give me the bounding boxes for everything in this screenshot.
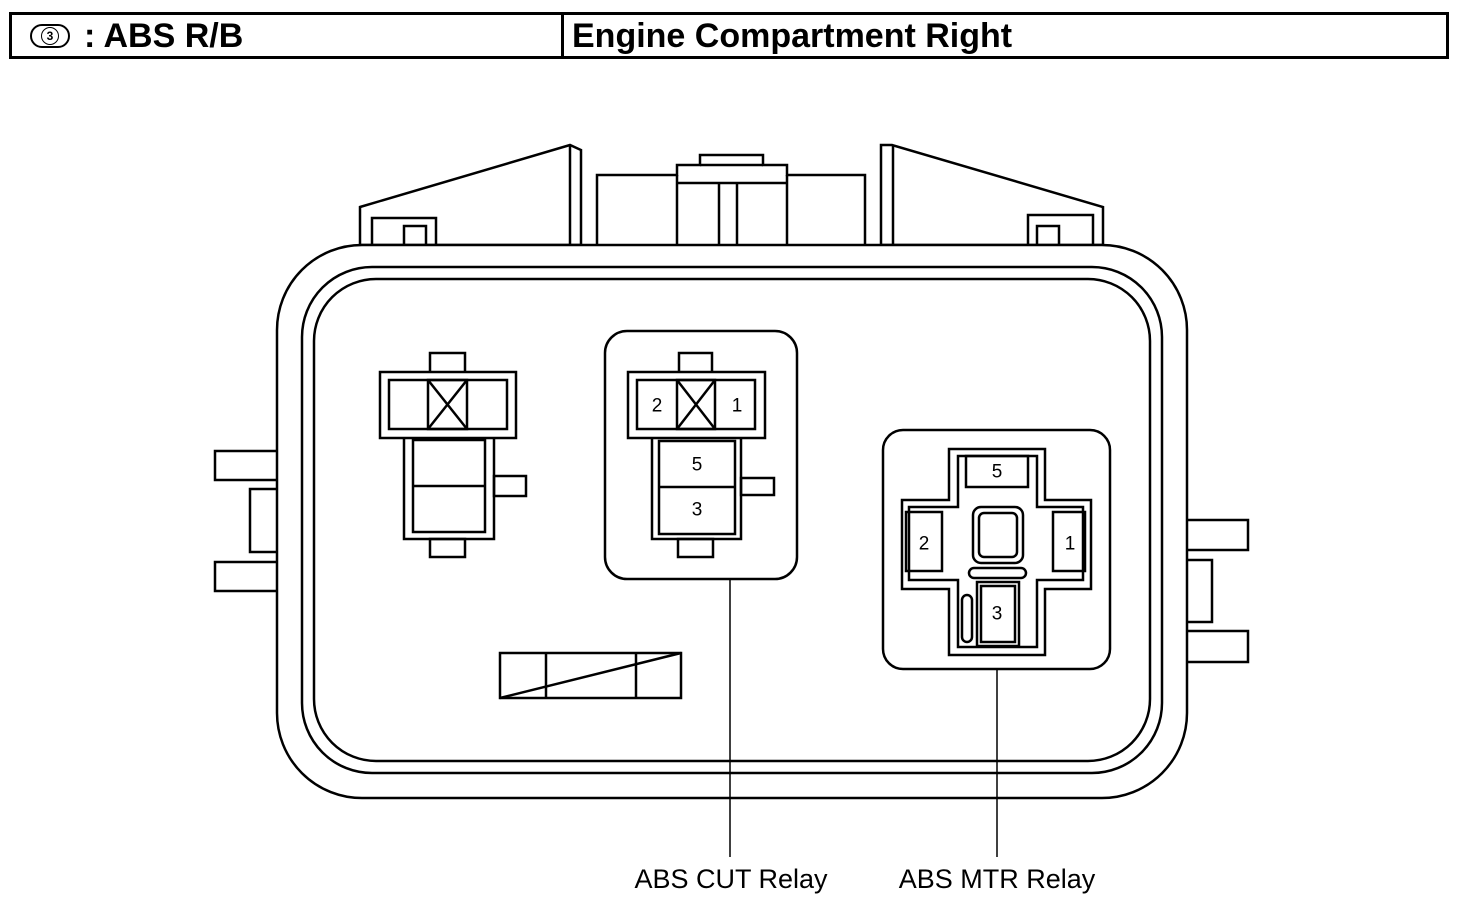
abs-mtr-relay (881, 428, 1112, 671)
abs-cut-relay-caption: ABS CUT Relay (634, 864, 828, 894)
abs-cut-relay (603, 329, 799, 581)
badge-number: 3 (41, 26, 59, 45)
abs-mtr-pin-1: 1 (1065, 534, 1076, 555)
top-center-tab (595, 153, 867, 245)
header-right-cell: Engine Compartment Right (564, 15, 1446, 56)
abs-cut-pin-3: 3 (692, 500, 703, 521)
abs-cut-pin-2: 2 (652, 396, 663, 417)
location-title: Engine Compartment Right (572, 16, 1013, 55)
abs-cut-pin-5: 5 (692, 455, 703, 476)
abs-mtr-pin-5: 5 (992, 462, 1003, 483)
abs-mtr-relay-caption: ABS MTR Relay (899, 864, 1096, 894)
top-left-flap (358, 143, 583, 247)
left-side-tabs (213, 449, 277, 593)
top-right-flap (879, 143, 1105, 247)
abs-cut-pin-1: 1 (732, 396, 743, 417)
bottom-slot (498, 651, 683, 700)
abs-mtr-pin-3: 3 (992, 604, 1003, 625)
connector-number-badge: 3 (30, 23, 70, 48)
header-left-cell: 3 : ABS R/B (12, 15, 564, 56)
relay-block-title: : ABS R/B (84, 16, 244, 55)
abs-mtr-pin-2: 2 (919, 534, 930, 555)
unlabeled-connector (378, 351, 528, 559)
header-bar: 3 : ABS R/B Engine Compartment Right (9, 12, 1449, 59)
right-side-tabs (1187, 518, 1250, 664)
